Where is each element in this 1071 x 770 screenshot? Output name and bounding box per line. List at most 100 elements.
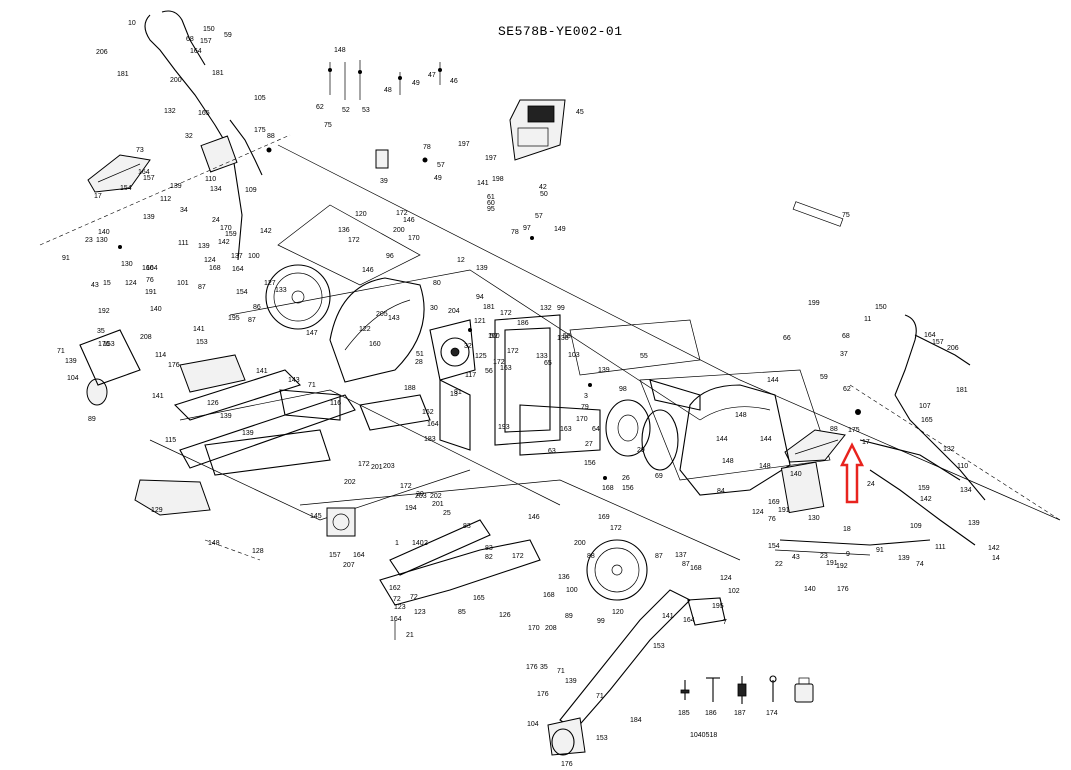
callout: 71	[57, 348, 65, 355]
callout: 184	[630, 717, 642, 724]
fasteners	[118, 60, 861, 480]
callout: 14	[992, 555, 1000, 562]
callout: 88	[830, 426, 838, 433]
callout: 7	[723, 619, 727, 626]
right-pedal-arm	[774, 461, 931, 556]
callout: 137	[231, 253, 243, 260]
callout: 34	[180, 207, 188, 214]
callout: 164	[138, 169, 150, 176]
callout: 26	[622, 475, 630, 482]
alignment-guides	[39, 134, 1061, 561]
callout: 200	[574, 540, 586, 547]
callout: 101	[177, 280, 189, 287]
callout: 202	[430, 493, 442, 500]
callout: 88	[587, 553, 595, 560]
callout: 10	[128, 20, 136, 27]
callout: 140	[98, 229, 110, 236]
callout: 164	[190, 48, 202, 55]
callout: 133	[536, 353, 548, 360]
callout: 134	[960, 487, 972, 494]
wrench-icon	[769, 675, 777, 702]
callout: 69	[655, 473, 663, 480]
callout: 144	[767, 377, 779, 384]
callout: 154	[236, 289, 248, 296]
callout: 130	[121, 261, 133, 268]
right-pedal	[784, 429, 846, 463]
callout: 104	[67, 375, 79, 382]
callout: 163	[500, 365, 512, 372]
left-handlebar-assembly	[144, 10, 263, 261]
callout: 111	[935, 544, 946, 551]
callout: 168	[543, 592, 555, 599]
callout: 130	[96, 237, 108, 244]
callout: 130	[808, 515, 820, 522]
base-frame	[379, 519, 541, 640]
callout: 170	[528, 625, 540, 632]
callout: 59	[820, 374, 828, 381]
callout: 35	[97, 328, 105, 335]
callout: 125	[475, 353, 487, 360]
callout: 176	[526, 664, 538, 671]
callout: 148	[208, 540, 220, 547]
callout: 49	[434, 175, 442, 182]
callout-labels: 10 150 68 157 59 206 181 164 200 132 165…	[57, 20, 1000, 768]
callout: 89	[88, 416, 96, 423]
callout: 116	[330, 400, 341, 407]
callout: 95	[487, 206, 495, 213]
callout: 100	[566, 587, 578, 594]
callout: 78	[423, 144, 431, 151]
callout: 68	[842, 333, 850, 340]
assembly-outlines	[149, 144, 1061, 561]
callout: 48	[384, 87, 392, 94]
callout: 181	[117, 71, 129, 78]
callout: 139	[220, 413, 232, 420]
callout: 72	[393, 596, 401, 603]
callout: 139	[598, 367, 610, 374]
callout: 157	[329, 552, 341, 559]
callout: 51	[416, 351, 424, 358]
callout: 172	[400, 483, 412, 490]
callout: 99	[597, 618, 605, 625]
screwdriver-icon	[737, 676, 747, 704]
callout: 186	[517, 320, 529, 327]
callout: 201	[371, 464, 383, 471]
callout: 139	[565, 678, 577, 685]
callout: 153	[196, 339, 208, 346]
callout: 110	[957, 463, 968, 470]
callout: 176	[98, 341, 110, 348]
right-handlebar-assembly	[859, 314, 986, 546]
callout: 150	[203, 26, 215, 33]
callout: 170	[220, 225, 232, 232]
callout: 191	[826, 560, 838, 567]
callout: 62	[843, 386, 851, 393]
callout: 139	[198, 243, 210, 250]
callout: 57	[437, 162, 445, 169]
callout: 200	[170, 77, 182, 84]
callout: 186	[705, 710, 717, 717]
callout: 172	[500, 310, 512, 317]
callout: 206	[96, 49, 108, 56]
callout: 176	[837, 586, 849, 593]
callout: 136	[558, 574, 570, 581]
callout: 153	[653, 643, 665, 650]
callout: 45	[576, 109, 584, 116]
callout: 66	[783, 335, 791, 342]
callout: 140	[804, 586, 816, 593]
callout: 133	[275, 287, 287, 294]
callout: 32	[185, 133, 193, 140]
callout: 160	[369, 341, 381, 348]
callout: 75	[842, 212, 850, 219]
callout: 79	[581, 404, 589, 411]
callout: 29	[637, 447, 645, 454]
callout: 164	[146, 265, 158, 272]
callout: 192	[98, 308, 110, 315]
callout: 144	[760, 436, 772, 443]
callout: 165	[473, 595, 485, 602]
callout: 139	[898, 555, 910, 562]
callout: 148	[722, 458, 734, 465]
callout: 43	[91, 282, 99, 289]
callout: 121	[474, 318, 486, 325]
callout: 22	[775, 561, 783, 568]
callout: 139	[170, 183, 182, 190]
front-cover	[134, 479, 211, 516]
